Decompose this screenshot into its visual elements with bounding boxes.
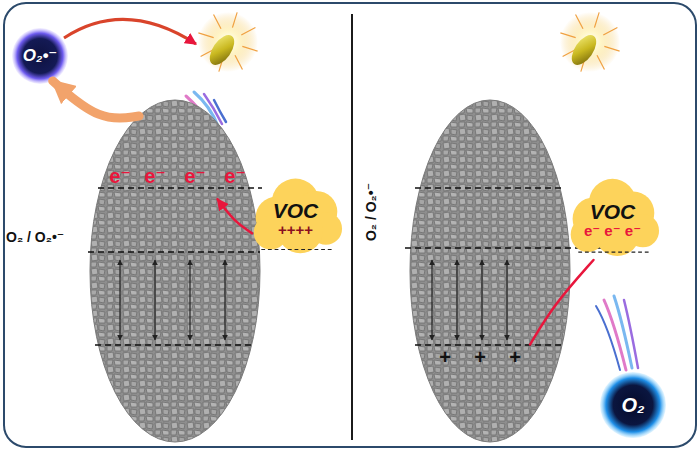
voc-label: VOC <box>590 200 636 223</box>
light-ray <box>603 28 617 35</box>
light-ray <box>576 15 583 29</box>
wisp <box>604 300 626 370</box>
energy-level <box>415 187 565 189</box>
hole-symbol: + <box>439 346 451 368</box>
wisp <box>596 306 620 370</box>
ellipse-node: e⁻ e⁻ e⁻ e⁻ <box>90 100 260 442</box>
voc-level <box>578 252 648 253</box>
redox-potential-label: O₂ / O₂•⁻ <box>6 230 64 245</box>
ellipse-shape <box>410 100 570 442</box>
light-ray <box>198 33 213 38</box>
circle-node: O₂ <box>600 372 666 438</box>
electron-symbol: e⁻ <box>144 165 166 187</box>
redox-potential-label: O₂ / O₂•⁻ <box>364 183 379 241</box>
hole-symbol: + <box>474 346 486 368</box>
oxygen-sphere <box>12 28 68 84</box>
excitation-arrow <box>481 260 482 340</box>
light-ray <box>242 46 257 51</box>
light-ray <box>232 12 237 27</box>
energy-level <box>88 251 260 253</box>
semiconductor-grain <box>410 100 570 442</box>
oxygen-sphere <box>600 372 666 438</box>
voc-label: VOC <box>273 199 319 222</box>
voc-level <box>261 249 331 250</box>
light-rays <box>198 12 257 71</box>
light-ray <box>594 12 599 27</box>
oxygen-label: O₂ <box>621 394 644 416</box>
excitation-arrow <box>119 260 120 340</box>
electron-symbol: e⁻ <box>224 165 246 187</box>
cloud-node: VOCe⁻ e⁻ e⁻ <box>565 172 660 260</box>
cloud-node: VOC++++ <box>248 172 343 257</box>
bulb-body <box>567 31 601 69</box>
excitation-arrow <box>456 260 457 340</box>
voc-cloud <box>589 179 637 228</box>
superoxide-label: O₂•⁻ <box>23 47 58 66</box>
energy-level <box>95 344 255 346</box>
reaction-arrow <box>64 19 196 44</box>
light-ray <box>214 15 221 29</box>
bulb-glow <box>198 12 258 72</box>
wisp <box>214 100 226 122</box>
circle-node: O₂•⁻ <box>12 28 68 84</box>
panel-frame <box>4 3 696 447</box>
hole-symbols: ++++ <box>278 222 313 239</box>
excitation-arrow <box>224 260 225 340</box>
energy-level <box>415 344 565 346</box>
excitation-arrow <box>431 260 432 340</box>
electron-symbol: e⁻ <box>109 165 131 187</box>
light-ray <box>597 55 604 69</box>
energy-level <box>98 187 262 189</box>
voc-cloud <box>272 179 320 226</box>
electron-transfer-arrow <box>218 199 253 233</box>
light-rays <box>560 12 619 71</box>
light-ray <box>241 28 255 35</box>
light-bulb <box>198 12 258 72</box>
panel-divider <box>351 14 353 440</box>
light-ray <box>560 33 575 38</box>
wisp <box>624 300 638 368</box>
ellipse-shape <box>90 100 260 442</box>
excitation-arrow <box>154 260 155 340</box>
excitation-arrow <box>189 260 190 340</box>
light-bulb <box>560 12 620 72</box>
excitation-arrow <box>506 260 507 340</box>
electron-symbols: e⁻ e⁻ e⁻ <box>584 223 641 240</box>
electron-symbol: e⁻ <box>184 165 206 187</box>
bulb-glow <box>560 12 620 72</box>
light-ray <box>604 46 619 51</box>
bulb-body <box>205 31 239 69</box>
hole-transfer-line <box>530 260 594 345</box>
ellipse-node: + + + <box>410 100 570 442</box>
semiconductor-grain <box>90 100 260 442</box>
reduction-arrow <box>53 81 139 118</box>
light-ray <box>235 55 242 69</box>
hole-symbol: + <box>509 346 521 368</box>
